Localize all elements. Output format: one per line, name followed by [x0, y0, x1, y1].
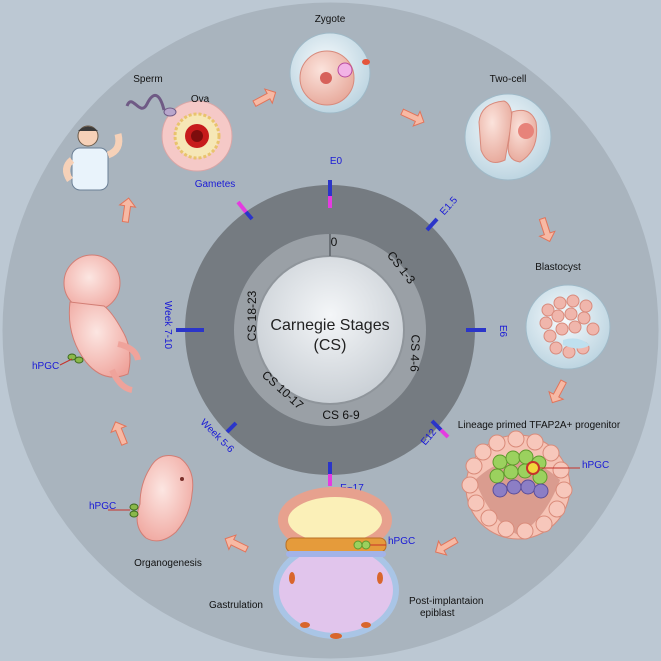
blastocyst-illustration — [525, 284, 611, 370]
cs-label-0: 0 — [331, 235, 338, 249]
label-zygote: Zygote — [315, 14, 346, 25]
cs-label-18-23: CS 18-23 — [245, 290, 259, 341]
arrow-blastocyst-to-lineage — [548, 379, 567, 404]
man-illustration — [63, 125, 123, 191]
label-post-implantation-1: Post-implantaion — [409, 596, 483, 607]
center-subtitle: (CS) — [314, 337, 347, 354]
label-sperm: Sperm — [133, 74, 162, 85]
arrow-epiblast-to-organogenesis — [224, 534, 249, 553]
arrow-zygote-to-two-cell — [400, 108, 425, 127]
tick-label-e6: E6 — [497, 325, 508, 338]
zygote-illustration — [289, 32, 371, 114]
arrow-organogenesis-to-fetus — [110, 421, 128, 446]
cs-label-4-6: CS 4-6 — [407, 334, 422, 372]
arrow-ova-to-zygote — [252, 88, 277, 107]
label-organogenesis: Organogenesis — [134, 558, 202, 569]
label-lineage: Lineage primed TFAP2A+ progenitor — [458, 420, 621, 431]
fetus-illustration — [59, 254, 141, 393]
label-ova: Ova — [191, 94, 210, 105]
hpgc-label-epiblast: hPGC — [388, 536, 415, 547]
arrow-lineage-to-epiblast — [434, 536, 459, 556]
organogenesis-illustration — [108, 455, 194, 542]
center-title: Carnegie Stages — [270, 317, 389, 334]
two-cell-illustration — [464, 93, 552, 181]
lineage-illustration — [461, 430, 580, 540]
arrow-fetus-to-gametes — [118, 197, 137, 223]
tick-gametes — [236, 200, 254, 221]
arrow-two-cell-to-blastocyst — [538, 217, 556, 243]
tick-e12 — [430, 419, 450, 439]
hpgc-label-fetus: hPGC — [32, 361, 59, 372]
cycle-arrows — [110, 88, 567, 556]
hpgc-label-lineage: hPGC — [582, 460, 609, 471]
hpgc-label-organogenesis: hPGC — [89, 501, 116, 512]
tick-label-e0: E0 — [330, 156, 343, 167]
label-blastocyst: Blastocyst — [535, 262, 581, 273]
label-post-implantation-2: epiblast — [420, 608, 455, 619]
cs-label-6-9: CS 6-9 — [322, 408, 360, 422]
ova-illustration — [161, 100, 233, 172]
post-implantation-illustration — [273, 487, 399, 639]
label-two-cell: Two-cell — [490, 74, 527, 85]
sperm-illustration — [125, 94, 177, 117]
tick-label-week-7-10: Week 7-10 — [162, 301, 173, 350]
tick-label-gametes: Gametes — [195, 179, 236, 190]
label-gastrulation: Gastrulation — [209, 600, 263, 611]
tick-week-5-6 — [225, 421, 238, 434]
tick-e1-5 — [425, 217, 439, 232]
